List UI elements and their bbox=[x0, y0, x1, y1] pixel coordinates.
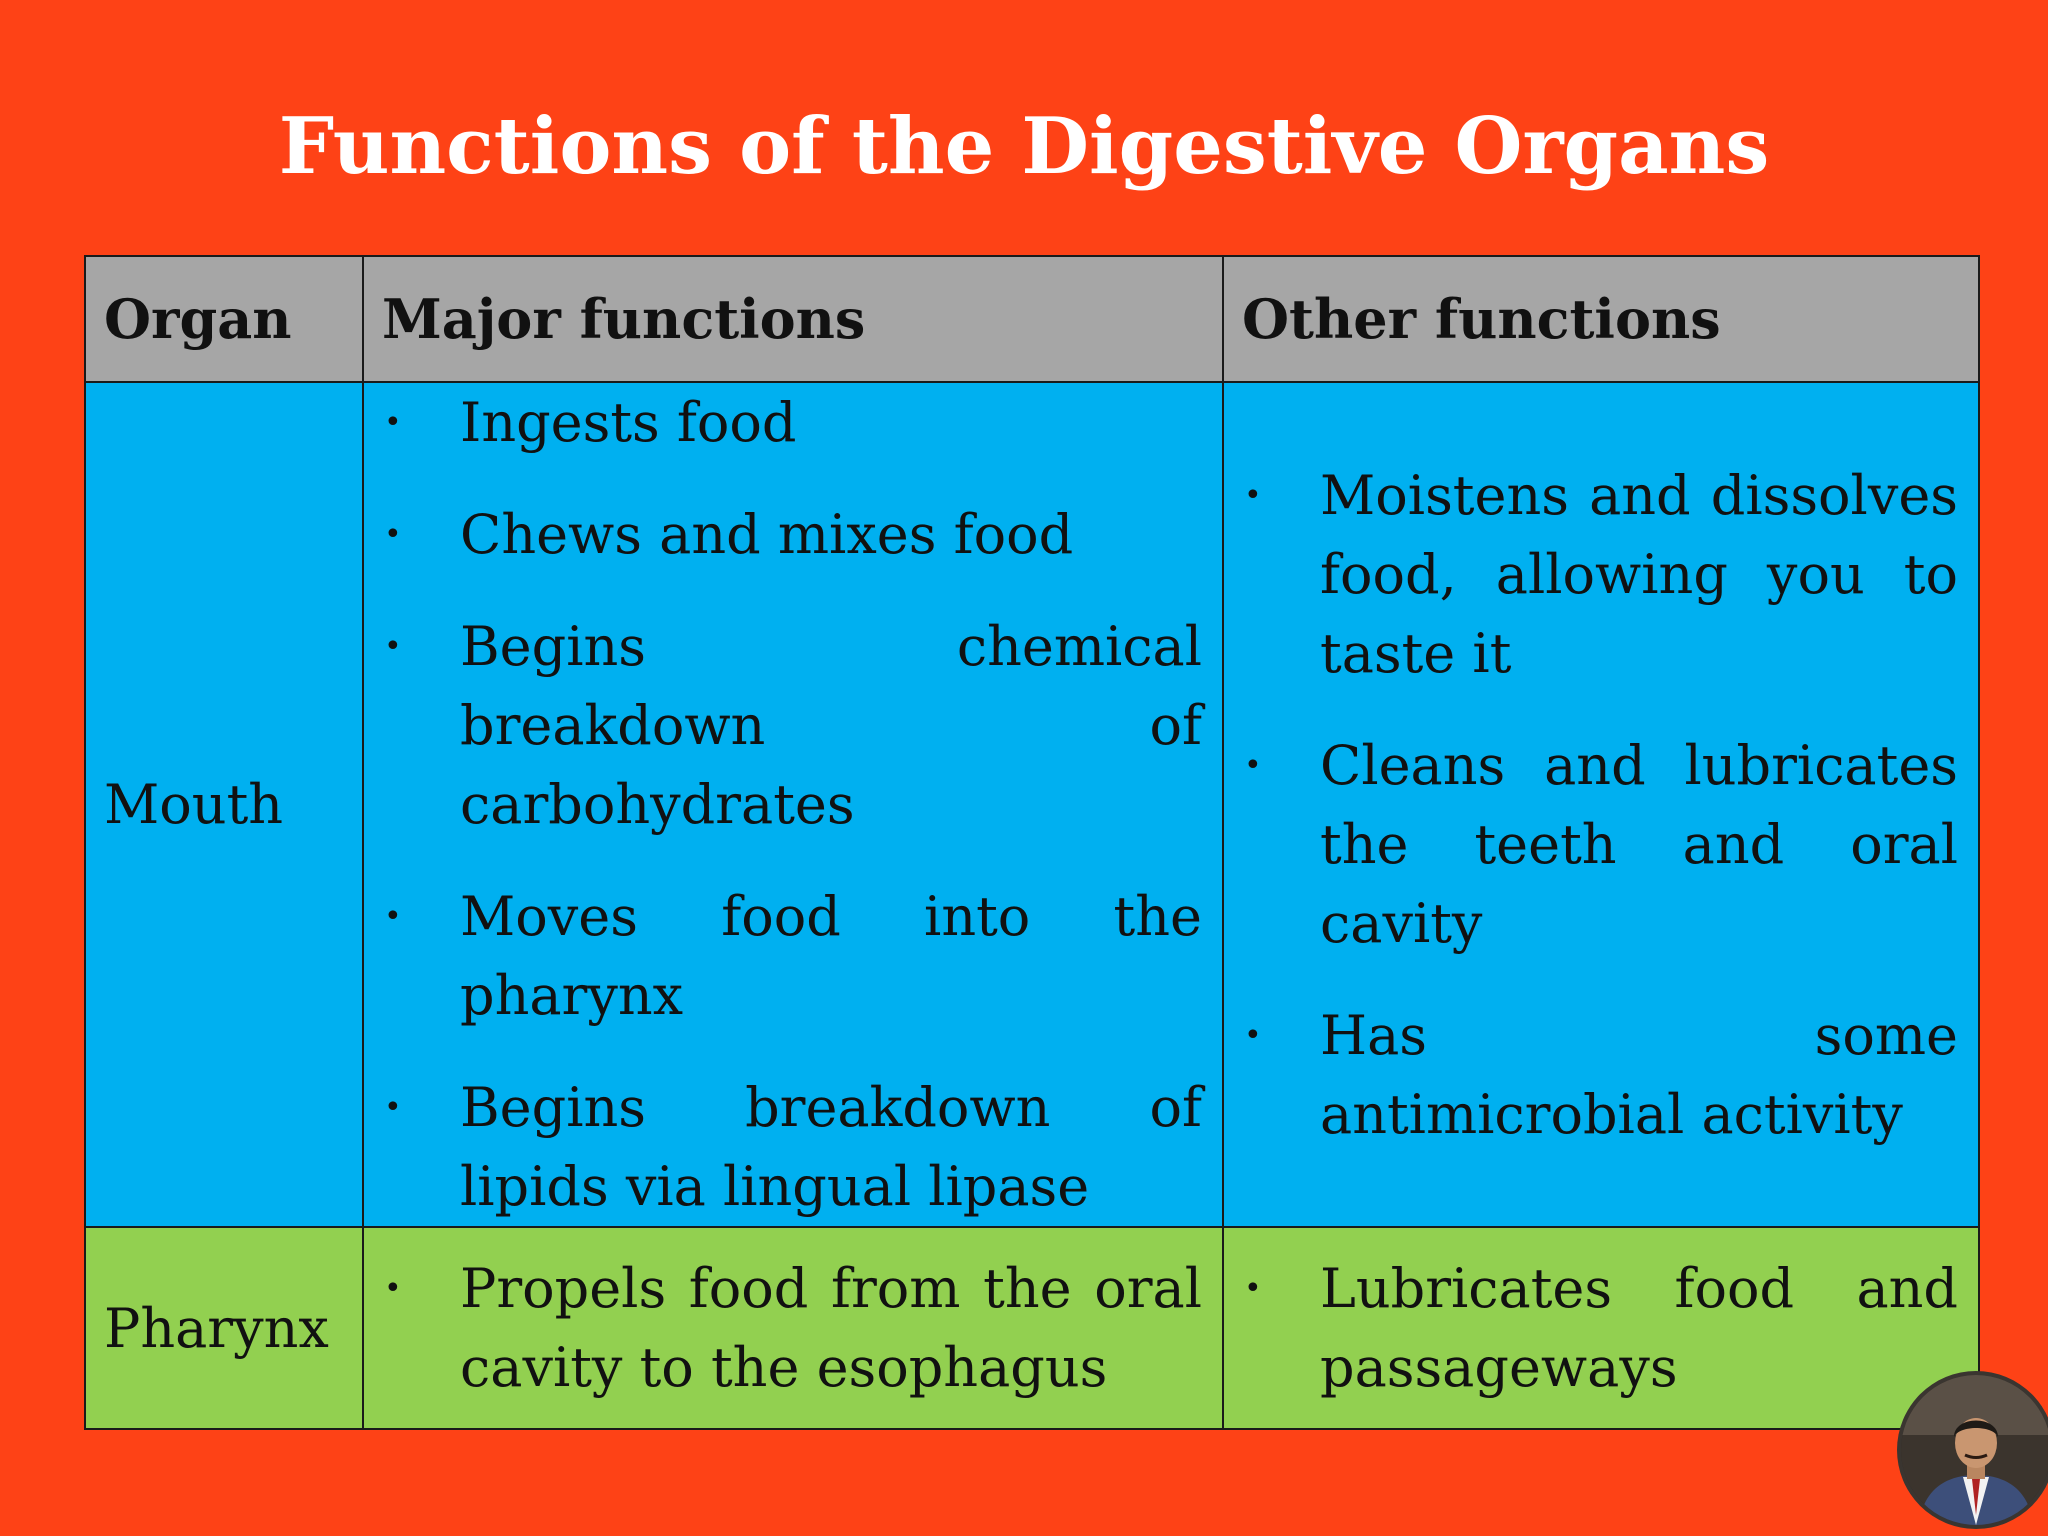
digestive-organs-table: Organ Major functions Other functions Mo… bbox=[84, 255, 1980, 1430]
table-row-mouth: Mouth •Ingests food •Chews and mixes foo… bbox=[84, 381, 1980, 1228]
other-functions-list: •Lubricates food and passageways bbox=[1242, 1249, 1958, 1407]
major-functions-mouth: •Ingests food •Chews and mixes food •Beg… bbox=[362, 381, 1224, 1228]
list-item: •Has some antimicrobial activity bbox=[1242, 996, 1958, 1154]
bullet-icon: • bbox=[1244, 1271, 1262, 1306]
other-functions-pharynx: •Lubricates food and passageways bbox=[1222, 1226, 1980, 1430]
presenter-photo-icon bbox=[1901, 1375, 2048, 1525]
bullet-icon: • bbox=[1244, 747, 1262, 783]
major-functions-list: •Ingests food •Chews and mixes food •Beg… bbox=[382, 383, 1202, 1226]
table-row-pharynx: Pharynx •Propels food from the oral cavi… bbox=[84, 1226, 1980, 1430]
organ-name-mouth: Mouth bbox=[84, 381, 364, 1228]
bullet-icon: • bbox=[1244, 477, 1262, 513]
list-item: •Begins chemical breakdown of carbohydra… bbox=[382, 607, 1202, 844]
bullet-icon: • bbox=[1244, 1017, 1262, 1053]
header-major-functions: Major functions bbox=[362, 255, 1224, 383]
bullet-icon: • bbox=[384, 899, 402, 934]
list-item: •Moistens and dissolves food, allowing y… bbox=[1242, 456, 1958, 693]
list-item: •Propels food from the oral cavity to th… bbox=[382, 1249, 1202, 1407]
slide-title: Functions of the Digestive Organs bbox=[278, 101, 1770, 192]
list-item: •Lubricates food and passageways bbox=[1242, 1249, 1958, 1407]
list-item: •Chews and mixes food bbox=[382, 495, 1202, 574]
list-item: •Moves food into the pharynx bbox=[382, 877, 1202, 1035]
table-header-row: Organ Major functions Other functions bbox=[84, 255, 1980, 383]
list-item: •Ingests food bbox=[382, 383, 1202, 462]
bullet-icon: • bbox=[384, 517, 402, 552]
list-item: •Cleans and lubricates the teeth and ora… bbox=[1242, 726, 1958, 963]
bullet-icon: • bbox=[384, 1271, 402, 1306]
bullet-icon: • bbox=[384, 405, 402, 440]
bullet-icon: • bbox=[384, 629, 402, 664]
major-functions-pharynx: •Propels food from the oral cavity to th… bbox=[362, 1226, 1224, 1430]
header-organ: Organ bbox=[84, 255, 364, 383]
organ-name-pharynx: Pharynx bbox=[84, 1226, 364, 1430]
list-item: •Begins breakdown of lipids via lingual … bbox=[382, 1068, 1202, 1226]
other-functions-list: •Moistens and dissolves food, allowing y… bbox=[1242, 456, 1958, 1154]
major-functions-list: •Propels food from the oral cavity to th… bbox=[382, 1249, 1202, 1407]
header-other-functions: Other functions bbox=[1222, 255, 1980, 383]
other-functions-mouth: •Moistens and dissolves food, allowing y… bbox=[1222, 381, 1980, 1228]
bullet-icon: • bbox=[384, 1090, 402, 1125]
presenter-avatar bbox=[1901, 1375, 2048, 1525]
